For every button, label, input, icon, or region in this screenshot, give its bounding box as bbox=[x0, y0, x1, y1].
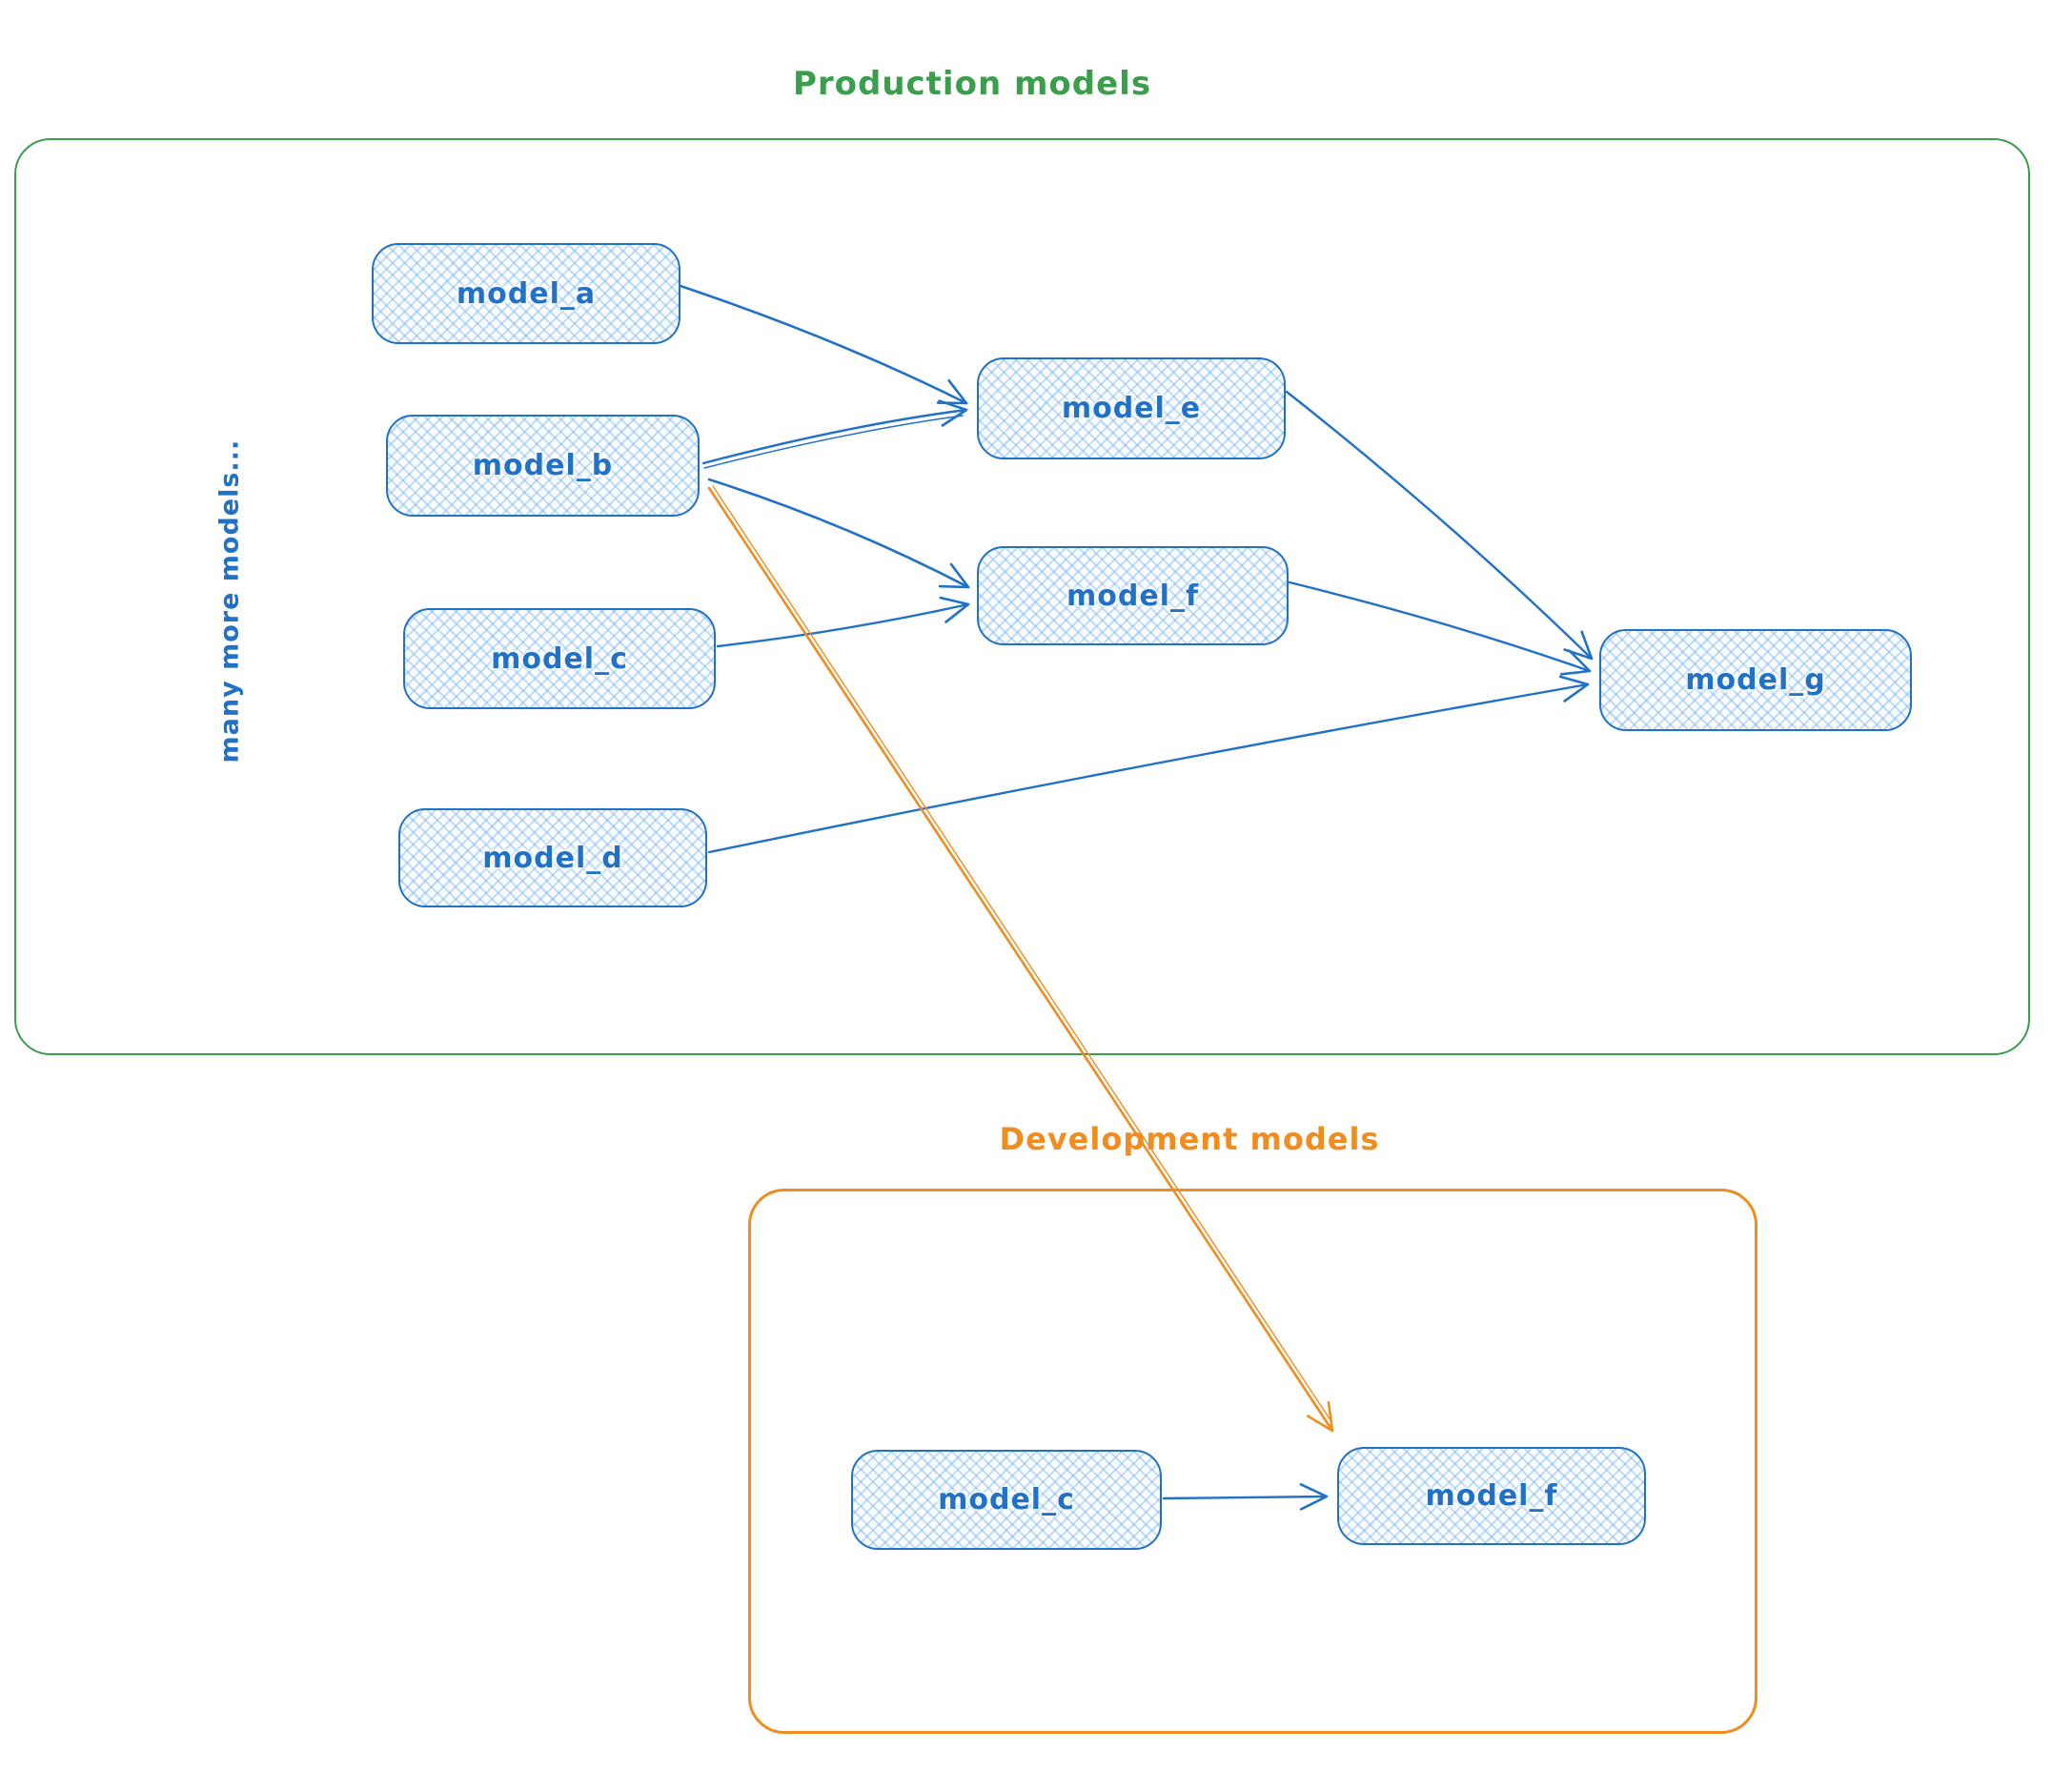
production-group-title: Production models bbox=[792, 65, 1152, 103]
node-dev-model-c: model_c bbox=[851, 1450, 1162, 1550]
node-model-c-label: model_c bbox=[491, 641, 628, 676]
node-model-g: model_g bbox=[1599, 629, 1912, 731]
many-more-models-note: many more models... bbox=[214, 438, 245, 763]
node-model-c: model_c bbox=[403, 608, 716, 709]
node-model-g-label: model_g bbox=[1685, 663, 1826, 697]
development-group-title: Development models bbox=[999, 1121, 1380, 1157]
node-model-e: model_e bbox=[977, 357, 1286, 459]
node-dev-model-f-label: model_f bbox=[1425, 1479, 1558, 1513]
node-model-b: model_b bbox=[386, 415, 700, 517]
node-model-d-label: model_d bbox=[482, 841, 623, 875]
node-model-b-label: model_b bbox=[472, 449, 614, 482]
node-dev-model-f: model_f bbox=[1337, 1447, 1646, 1545]
node-model-f: model_f bbox=[977, 546, 1289, 645]
node-model-e-label: model_e bbox=[1061, 392, 1202, 425]
node-model-a: model_a bbox=[372, 243, 681, 344]
node-model-f-label: model_f bbox=[1066, 579, 1200, 613]
node-model-d: model_d bbox=[398, 808, 707, 907]
node-dev-model-c-label: model_c bbox=[938, 1483, 1075, 1517]
node-model-a-label: model_a bbox=[456, 276, 597, 311]
